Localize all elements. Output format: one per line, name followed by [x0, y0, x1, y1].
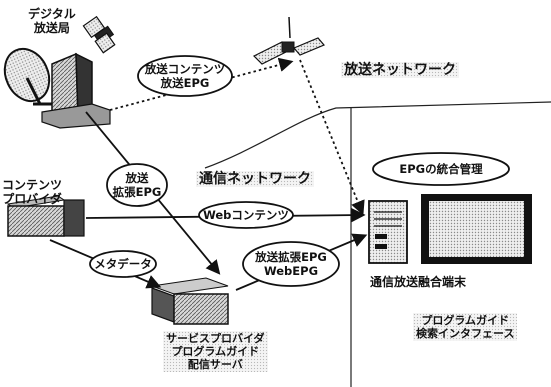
content-provider-building: [6, 195, 85, 237]
ellipse-metadata: [89, 250, 157, 278]
comm-network-region: [204, 101, 551, 387]
broadcast-station-building: [41, 52, 111, 129]
ellipse-text-extended-epg-line2: 拡張EPG: [112, 185, 162, 199]
ellipse-text-broadcast-content-line2: 放送EPG: [160, 76, 210, 90]
label-search-ui-line1: プログラムガイド: [421, 314, 510, 327]
label-comm-network: 通信ネットワーク: [196, 171, 314, 187]
ellipse-text-extended-epg: 放送 拡張EPG: [107, 171, 167, 199]
label-terminal: 通信放送融合端末: [370, 275, 467, 289]
label-epg-mgmt: EPGの統合管理: [399, 162, 483, 176]
satellite-icon-top: [252, 16, 325, 65]
label-content-provider: コンテンツ プロバイダ: [2, 178, 62, 206]
label-digital-station-line1: デジタル: [28, 7, 76, 21]
label-content-provider-line2: プロバイダ: [2, 192, 62, 206]
ellipse-epg-mgmt: [372, 152, 510, 186]
ellipse-broadcast-content: [137, 55, 233, 97]
label-content-provider-line1: コンテンツ: [2, 178, 63, 192]
ellipse-text-broadcast-content: 放送コンテンツ 放送EPG: [138, 62, 232, 90]
ellipse-ext-web-epg: [242, 241, 340, 287]
terminal-computer: [368, 200, 408, 264]
arrow-satellite-to-terminal: [299, 59, 365, 216]
label-digital-station-line2: 放送局: [33, 21, 70, 35]
ellipse-extended-epg: [106, 163, 168, 207]
label-service-provider: サービスプロバイダ プログラムガイド 配信サーバ: [163, 331, 268, 372]
ellipse-text-ext-web-epg-line2: WebEPG: [263, 264, 319, 278]
ellipse-text-ext-web-epg-line1: 放送拡張EPG: [255, 250, 327, 264]
ellipse-text-metadata: メタデータ: [94, 257, 152, 271]
ellipse-text-extended-epg-line1: 放送: [125, 171, 149, 185]
label-service-provider-line1: サービスプロバイダ: [166, 332, 265, 345]
ellipse-web-content: [198, 201, 294, 229]
arrow-station-to-satellite: [109, 57, 294, 111]
label-service-provider-line3: 配信サーバ: [187, 358, 243, 371]
label-search-ui: プログラムガイド 検索インタフェース: [413, 313, 518, 341]
service-provider-building: [151, 277, 229, 325]
terminal-monitor: [421, 194, 532, 264]
label-digital-station: デジタル 放送局: [28, 7, 76, 35]
ellipse-text-broadcast-content-line1: 放送コンテンツ: [144, 62, 226, 76]
ellipse-text-ext-web-epg: 放送拡張EPG WebEPG: [243, 250, 339, 278]
satellite-icon-left: [82, 15, 116, 54]
label-broadcast-network: 放送ネットワーク: [341, 62, 459, 78]
ellipse-text-web-content: Webコンテンツ: [203, 208, 289, 222]
satellite-dish-icon: [3, 47, 52, 106]
label-search-ui-line2: 検索インタフェース: [416, 327, 515, 340]
label-service-provider-line2: プログラムガイド: [171, 345, 260, 358]
ellipses: [89, 55, 510, 287]
